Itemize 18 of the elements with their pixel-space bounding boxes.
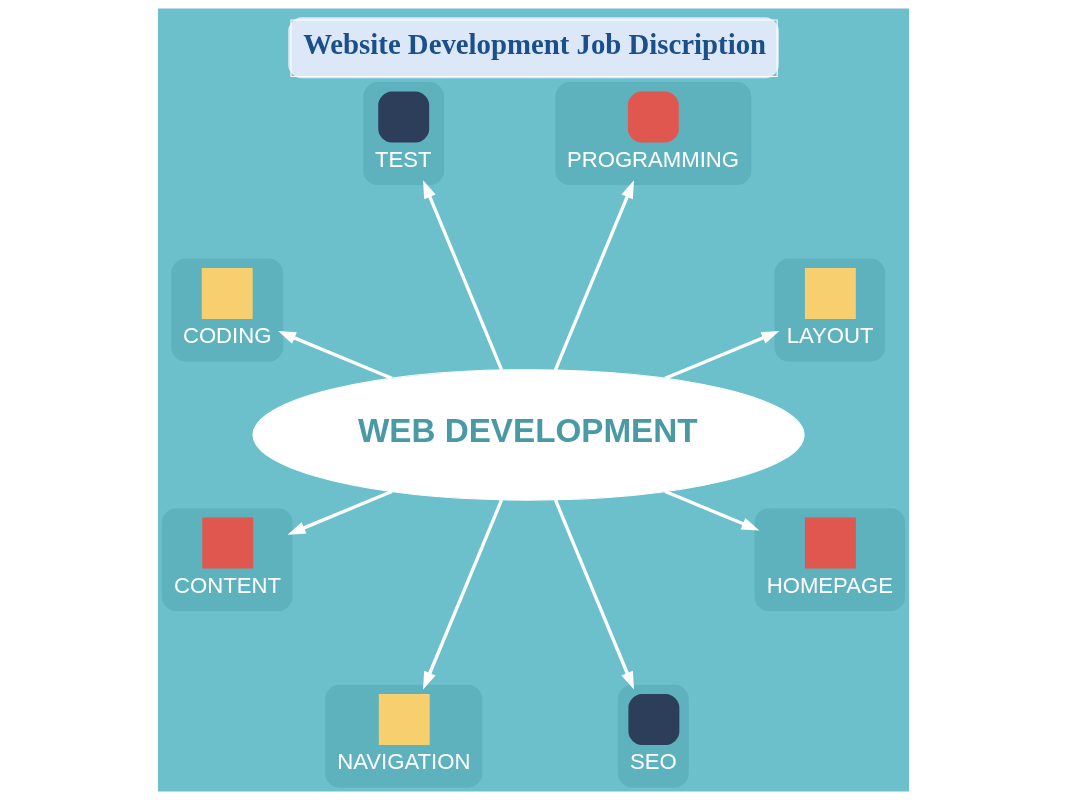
node-box: PROGRAMMING bbox=[555, 82, 752, 186]
node-box: NAVIGATION bbox=[325, 684, 483, 788]
arrow bbox=[664, 489, 760, 531]
arrow bbox=[553, 180, 634, 371]
node-box: TEST bbox=[363, 82, 445, 186]
node-box: CODING bbox=[171, 258, 284, 362]
node-box: CONTENT bbox=[161, 508, 293, 612]
arrow bbox=[278, 331, 393, 380]
diagram-title: Website Development Job Discription bbox=[303, 28, 767, 61]
node-box: HOMEPAGE bbox=[754, 508, 906, 612]
arrow bbox=[423, 180, 504, 371]
arrow bbox=[287, 489, 393, 535]
arrow bbox=[423, 499, 504, 690]
arrow bbox=[664, 330, 780, 380]
node-box: LAYOUT bbox=[774, 258, 886, 362]
arrow bbox=[553, 499, 634, 690]
node-box: SEO bbox=[617, 684, 689, 788]
node-ellipse: WEB DEVELOPMENT bbox=[252, 369, 805, 501]
